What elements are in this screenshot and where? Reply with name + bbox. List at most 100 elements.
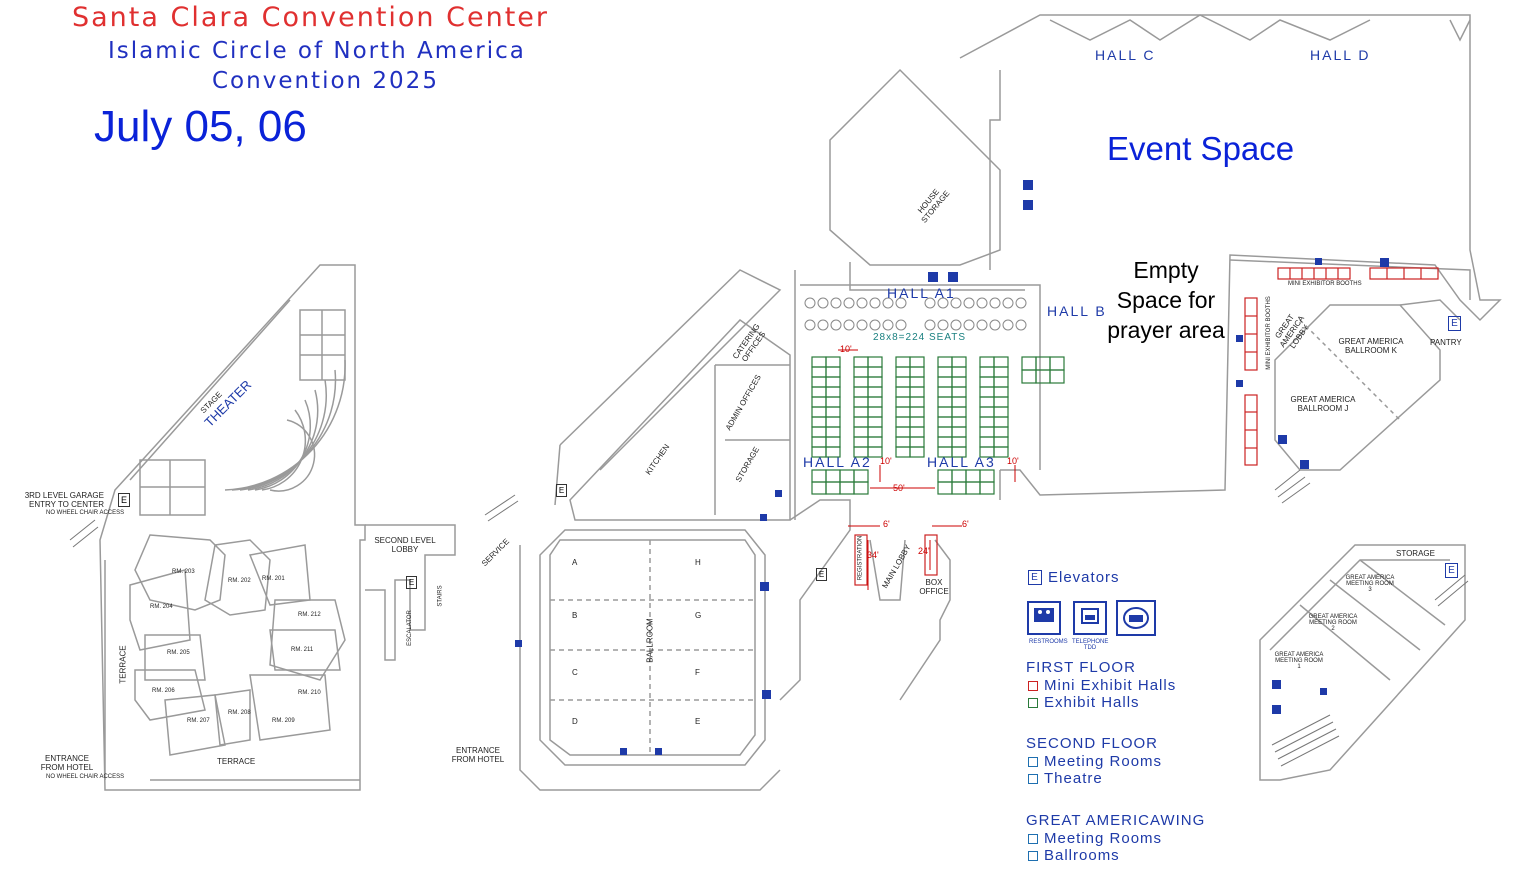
exhibit-booth	[951, 481, 967, 495]
round-table	[963, 319, 975, 331]
exhibit-booth	[909, 386, 925, 398]
exhibit-booth	[895, 446, 911, 458]
exhibit-booth	[895, 386, 911, 398]
exhibit-booth	[937, 376, 953, 388]
ballroom-section-a: A	[572, 558, 578, 567]
legend-exhibit: Exhibit Halls	[1028, 694, 1140, 711]
exhibit-booth	[951, 426, 967, 438]
exhibit-booth	[811, 356, 827, 368]
round-table	[976, 319, 988, 331]
room-211: RM. 211	[291, 647, 314, 653]
restroom-icon	[1027, 601, 1061, 635]
exhibit-booth	[909, 426, 925, 438]
exhibit-booth	[937, 416, 953, 428]
second-level-lobby-label: SECOND LEVEL LOBBY	[374, 536, 436, 554]
exhibit-booth	[979, 436, 995, 448]
registration-label: REGISTRATION	[857, 535, 864, 581]
exhibit-booth	[853, 376, 869, 388]
ballroom-section-b: B	[572, 611, 578, 620]
ga-meeting-room-1-label: GREAT AMERICA MEETING ROOM 1	[1274, 652, 1324, 670]
ga-storage-label: STORAGE	[1396, 549, 1435, 558]
round-table	[817, 297, 829, 309]
round-table	[804, 319, 816, 331]
round-table	[1002, 319, 1014, 331]
legend-first-floor: FIRST FLOOR	[1026, 659, 1136, 676]
telephone-label: TELEPHONE TDD	[1072, 639, 1109, 651]
dimension-24: 24'	[918, 546, 930, 556]
hall-a1-label: HALL A1	[887, 285, 956, 301]
entrance-from-hotel-mid-label: ENTRANCE FROM HOTEL	[451, 746, 505, 764]
round-table	[976, 297, 988, 309]
exhibit-booth	[825, 376, 841, 388]
exhibit-booth	[895, 356, 911, 368]
exhibit-booth	[951, 436, 967, 448]
exhibit-booth	[993, 366, 1009, 378]
round-table	[856, 319, 868, 331]
round-table	[937, 297, 949, 309]
legend-ga-ballrooms: Ballrooms	[1028, 847, 1120, 864]
exhibit-booth	[895, 396, 911, 408]
exhibit-booth	[867, 356, 883, 368]
exhibit-booth	[951, 386, 967, 398]
exhibit-booth	[993, 396, 1009, 408]
theatre-label: Theatre	[1044, 770, 1103, 787]
exhibit-booth	[825, 356, 841, 368]
mini-booths-top-label: MINI EXHIBITOR BOOTHS	[1288, 281, 1362, 287]
exhibit-booth	[979, 426, 995, 438]
legend-ga-meeting: Meeting Rooms	[1028, 830, 1162, 847]
exhibit-booth	[811, 469, 827, 483]
legend-mini-exhibit: Mini Exhibit Halls	[1028, 677, 1176, 694]
exhibit-booth	[909, 376, 925, 388]
exhibit-booth	[979, 356, 995, 368]
exhibit-booth	[937, 396, 953, 408]
dimension-a3-aisle: 10'	[1007, 456, 1019, 466]
exhibit-booth	[1021, 356, 1037, 371]
meeting-rooms-swatch	[1028, 756, 1038, 767]
exhibit-booth	[951, 416, 967, 428]
exhibit-booth	[811, 396, 827, 408]
exhibit-booth	[937, 406, 953, 418]
dimension-6-left: 6'	[883, 519, 890, 529]
exhibit-booth	[979, 386, 995, 398]
ballroom-section-f: F	[695, 668, 700, 677]
exhibit-booth	[937, 436, 953, 448]
legend-theatre: Theatre	[1028, 770, 1103, 787]
exhibit-booth	[979, 396, 995, 408]
exhibit-booth	[867, 396, 883, 408]
mini-exhibit-label: Mini Exhibit Halls	[1044, 677, 1177, 694]
ga-meeting-rooms-outline	[1259, 544, 1466, 781]
exhibit-booth	[993, 436, 1009, 448]
exhibit-booths	[811, 356, 1065, 495]
room-202: RM. 202	[228, 578, 251, 584]
dimension-6-right: 6'	[962, 519, 969, 529]
pantry-label: PANTRY	[1430, 338, 1462, 347]
room-203: RM. 203	[172, 569, 195, 575]
exhibit-booth	[979, 469, 995, 483]
exhibit-booth	[853, 386, 869, 398]
restrooms-label: RESTROOMS	[1029, 639, 1068, 645]
legend-ga-wing: GREAT AMERICAWING	[1026, 812, 1206, 829]
exhibit-booth	[979, 481, 995, 495]
exhibit-booth	[993, 426, 1009, 438]
round-table	[869, 319, 881, 331]
ballroom-label: BALLROOM	[645, 618, 655, 663]
exhibit-booth	[853, 406, 869, 418]
exhibit-booth	[867, 446, 883, 458]
exhibit-booth	[895, 416, 911, 428]
exhibit-booth	[811, 426, 827, 438]
room-208: RM. 208	[228, 710, 251, 716]
garage-entry-label: 3RD LEVEL GARAGE ENTRY TO CENTER	[24, 491, 104, 509]
exhibit-booth	[937, 469, 953, 483]
exhibit-booth	[867, 436, 883, 448]
exhibit-booth	[825, 416, 841, 428]
tdd-icon	[1116, 600, 1156, 636]
house-storage-outline	[829, 68, 1001, 266]
round-table	[843, 319, 855, 331]
round-table	[937, 319, 949, 331]
kitchen-block-outline	[569, 319, 791, 521]
venue-title: Santa Clara Convention Center	[72, 2, 550, 33]
hall-a2-label: HALL A2	[803, 454, 872, 470]
ballroom-section-g: G	[695, 611, 702, 620]
exhibit-booth	[811, 376, 827, 388]
round-table	[856, 297, 868, 309]
